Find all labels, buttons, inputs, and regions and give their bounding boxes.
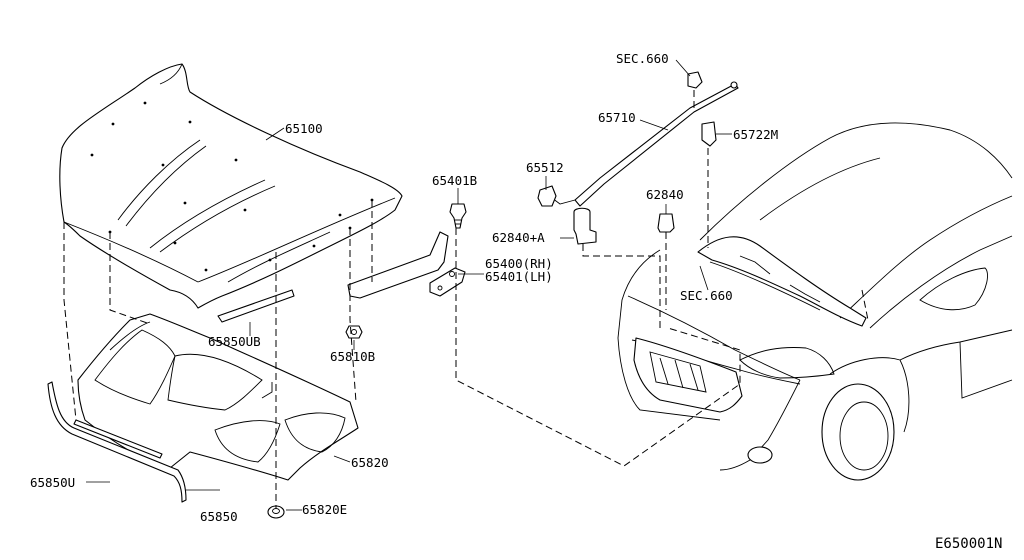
callout-hinge-bolt: 65401B (432, 173, 477, 188)
callout-seal-u: 65850U (30, 475, 75, 490)
hood-hinge (347, 231, 466, 299)
hood-prop-rod (551, 81, 739, 207)
callout-hood-rod: 65710 (598, 110, 636, 125)
callout-rod-clip: 65512 (526, 160, 564, 175)
bumper-62840a (573, 207, 597, 245)
rod-holder (701, 121, 717, 147)
leader-lines (86, 59, 732, 511)
callout-clip: 65820E (302, 502, 347, 517)
dashed-connectors (63, 90, 869, 508)
seal-ub-strip (217, 289, 295, 323)
callout-hinge-rh: 65400(RH) (485, 256, 553, 271)
callout-sec-top: SEC.660 (616, 51, 669, 66)
vehicle-outline (617, 122, 1013, 481)
hinge-nut (345, 325, 363, 339)
callout-sec-cowl: SEC.660 (680, 288, 733, 303)
seal-u-strip (47, 381, 187, 503)
callout-hinge-nut: 65810B (330, 349, 375, 364)
callout-rod-holder: 65722M (733, 127, 778, 142)
callout-bumper: 62840 (646, 187, 684, 202)
callout-hinge-lh: 65401(LH) (485, 269, 553, 284)
hood-panel (59, 63, 403, 309)
rod-clip (537, 185, 557, 207)
callout-insulator: 65820 (351, 455, 389, 470)
diagram-code: E650001N (935, 536, 1002, 552)
callout-seal-front: 65850 (200, 509, 238, 524)
hood-insulator (77, 313, 359, 481)
callout-bumper-a: 62840+A (492, 230, 545, 245)
callout-hood: 65100 (285, 121, 323, 136)
callout-labels: 65100 65401B 65400(RH) 65401(LH) 65810B … (30, 51, 1002, 552)
sec660-clip (687, 71, 703, 89)
bumper-62840 (657, 213, 675, 233)
hinge-bolt (449, 203, 467, 229)
callout-seal-ub: 65850UB (208, 334, 261, 349)
